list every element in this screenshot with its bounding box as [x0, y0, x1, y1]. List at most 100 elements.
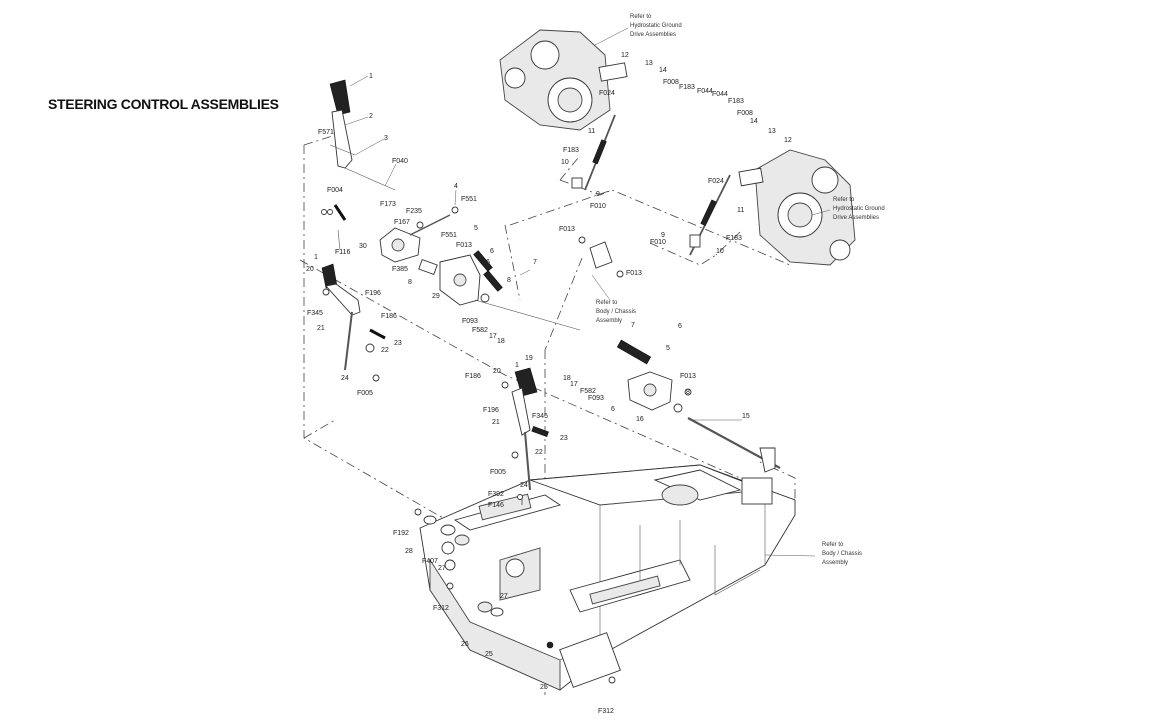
- callout-label: 4: [454, 183, 458, 190]
- callout-labels: 1 2 3 F571 F040 F004 4 F551 F173 F235 F1…: [306, 52, 792, 715]
- callout-label: 3: [384, 135, 388, 142]
- reference-note-body-right: Refer to Body / Chassis Assembly: [822, 542, 862, 566]
- callout-label: F024: [708, 178, 724, 185]
- callout-label: 11: [588, 128, 595, 135]
- callout-label: 25: [540, 684, 548, 691]
- svg-text:Drive Assemblies: Drive Assemblies: [833, 215, 879, 221]
- callout-label: 15: [742, 413, 750, 420]
- callout-label: 18: [497, 338, 505, 345]
- svg-text:Assembly: Assembly: [596, 318, 622, 324]
- front-hardware: [414, 494, 616, 684]
- callout-label: 24: [341, 375, 349, 382]
- callout-label: 17: [570, 381, 578, 388]
- svg-text:Body / Chassis: Body / Chassis: [822, 551, 862, 557]
- pivot-bracket-left: [379, 206, 581, 331]
- hydro-drive-left: [499, 27, 629, 131]
- callout-label: F186: [381, 313, 397, 320]
- callout-label: F186: [465, 373, 481, 380]
- callout-label: 21: [492, 419, 500, 426]
- callout-label: 17: [489, 333, 497, 340]
- callout-label: F013: [626, 270, 642, 277]
- callout-label: F010: [650, 239, 666, 246]
- reference-note-hydro-right: Refer to Hydrostatic Ground Drive Assemb…: [833, 197, 885, 221]
- callout-label: 24: [520, 482, 528, 489]
- callout-label: F008: [663, 79, 679, 86]
- callout-label: F005: [490, 469, 506, 476]
- callout-label: F196: [483, 407, 499, 414]
- callout-label: 23: [560, 435, 568, 442]
- callout-label: 16: [636, 416, 644, 423]
- callout-label: 22: [381, 347, 389, 354]
- callout-label: 13: [768, 128, 776, 135]
- callout-label: 26: [461, 641, 469, 648]
- callout-label: F345: [307, 310, 323, 317]
- callout-label: F093: [588, 395, 604, 402]
- callout-label: F196: [365, 290, 381, 297]
- reference-note-hydro-upper: Refer to Hydrostatic Ground Drive Assemb…: [630, 14, 682, 38]
- chassis-frame: [419, 464, 816, 691]
- lever-lower-left: [321, 263, 386, 382]
- leader-lines: [344, 75, 742, 421]
- callout-label: F167: [394, 219, 410, 226]
- reference-note-body-center: Refer to Body / Chassis Assembly: [596, 300, 636, 324]
- callout-label: F183: [563, 147, 579, 154]
- callout-label: 14: [659, 67, 667, 74]
- svg-text:Body / Chassis: Body / Chassis: [596, 309, 636, 315]
- callout-label: 7: [631, 322, 635, 329]
- callout-label: 7: [533, 259, 537, 266]
- callout-label: F407: [422, 558, 438, 565]
- page-title: STEERING CONTROL ASSEMBLIES: [48, 96, 279, 112]
- callout-label: F582: [472, 327, 488, 334]
- callout-label: F008: [737, 110, 753, 117]
- callout-label: F116: [335, 249, 351, 256]
- callout-label: F192: [393, 530, 409, 537]
- callout-label: 6: [490, 248, 494, 255]
- callout-label: F013: [559, 226, 575, 233]
- callout-label: F571: [318, 129, 334, 136]
- callout-label: F024: [599, 90, 615, 97]
- callout-label: F345: [532, 413, 548, 420]
- callout-label: 27: [438, 565, 446, 572]
- callout-label: F183: [728, 98, 744, 105]
- callout-label: 8: [408, 279, 412, 286]
- callout-label: 20: [306, 266, 314, 273]
- callout-label: 21: [317, 325, 325, 332]
- callout-label: 1: [314, 254, 318, 261]
- callout-label: 18: [563, 375, 571, 382]
- callout-label: 9: [661, 232, 665, 239]
- callout-label: F551: [441, 232, 457, 239]
- callout-label: 28: [405, 548, 413, 555]
- callout-label: 23: [394, 340, 402, 347]
- callout-label: 19: [525, 355, 533, 362]
- callout-label: F235: [406, 208, 422, 215]
- svg-text:Hydrostatic Ground: Hydrostatic Ground: [833, 206, 885, 212]
- callout-label: 11: [737, 207, 744, 214]
- callout-label: 10: [716, 248, 724, 255]
- callout-label: 20: [493, 368, 501, 375]
- control-rods: [571, 114, 781, 473]
- callout-label: 1: [515, 362, 519, 369]
- callout-label: F312: [598, 708, 614, 715]
- svg-text:Refer to: Refer to: [833, 197, 855, 203]
- callout-label: F005: [357, 390, 373, 397]
- callout-label: F582: [580, 388, 596, 395]
- callout-label: 12: [784, 137, 792, 144]
- callout-label: 27: [500, 593, 508, 600]
- callout-label: 30: [359, 243, 367, 250]
- callout-label: F551: [461, 196, 477, 203]
- callout-label: F010: [590, 203, 606, 210]
- svg-text:Refer to: Refer to: [630, 14, 652, 20]
- callout-label: F044: [712, 91, 728, 98]
- callout-label: 25: [485, 651, 493, 658]
- callout-label: 8: [686, 389, 690, 396]
- callout-label: F183: [679, 84, 695, 91]
- callout-label: 22: [535, 449, 543, 456]
- callout-label: 29: [432, 293, 440, 300]
- callout-label: 5: [666, 345, 670, 352]
- svg-text:Hydrostatic Ground: Hydrostatic Ground: [630, 23, 682, 29]
- svg-text:Refer to: Refer to: [822, 542, 844, 548]
- callout-label: 6: [611, 406, 615, 413]
- svg-text:Refer to: Refer to: [596, 300, 618, 306]
- steering-lever-upper-left: [321, 79, 396, 251]
